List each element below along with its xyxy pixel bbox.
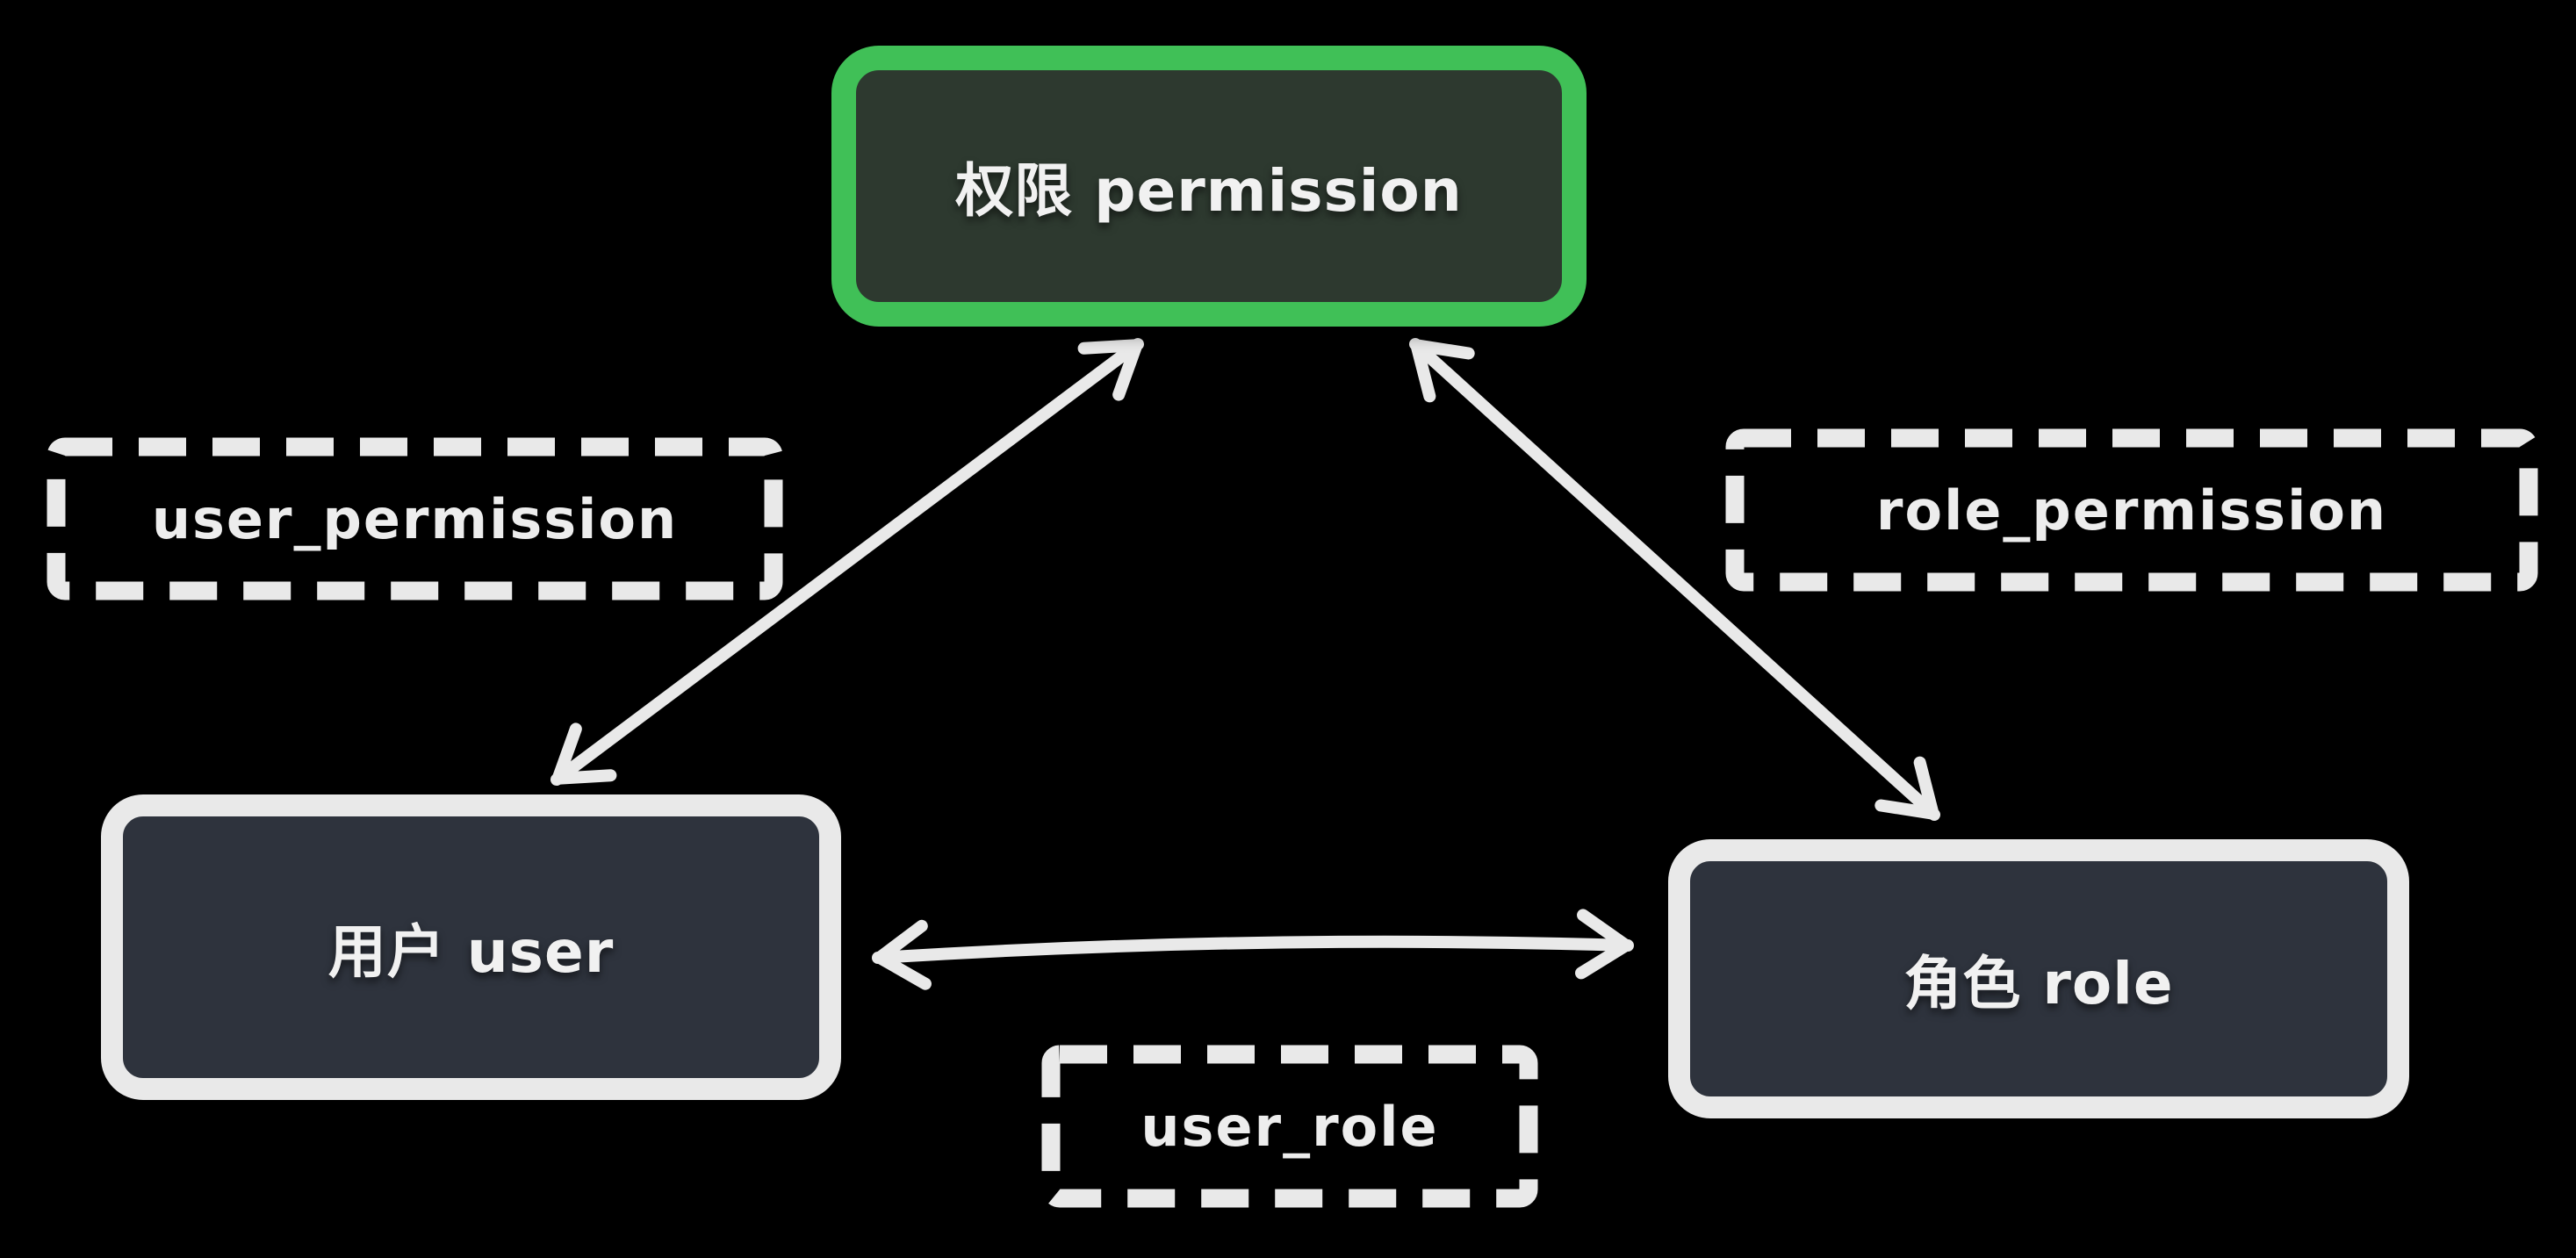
node-permission-label: 权限 permission xyxy=(955,157,1463,225)
junction-user-role: user_role xyxy=(1041,1045,1538,1208)
arrow-user-role xyxy=(872,909,1634,990)
junction-user-permission: user_permission xyxy=(47,437,783,600)
junction-user-role-border xyxy=(1041,1045,1538,1208)
arrow-role-permission xyxy=(1409,338,1940,821)
node-user: 用户 user xyxy=(101,794,841,1100)
node-role: 角色 role xyxy=(1668,839,2409,1118)
node-user-label: 用户 user xyxy=(327,918,615,986)
junction-user-role-label: user_role xyxy=(1140,1094,1439,1159)
junction-user-permission-label: user_permission xyxy=(151,486,679,551)
node-role-label: 角色 role xyxy=(1903,950,2174,1017)
node-permission: 权限 permission xyxy=(831,46,1587,327)
junction-role-permission-label: role_permission xyxy=(1875,478,2388,543)
junction-role-permission: role_permission xyxy=(1725,428,2538,592)
arrow-user-permission xyxy=(550,338,1144,786)
